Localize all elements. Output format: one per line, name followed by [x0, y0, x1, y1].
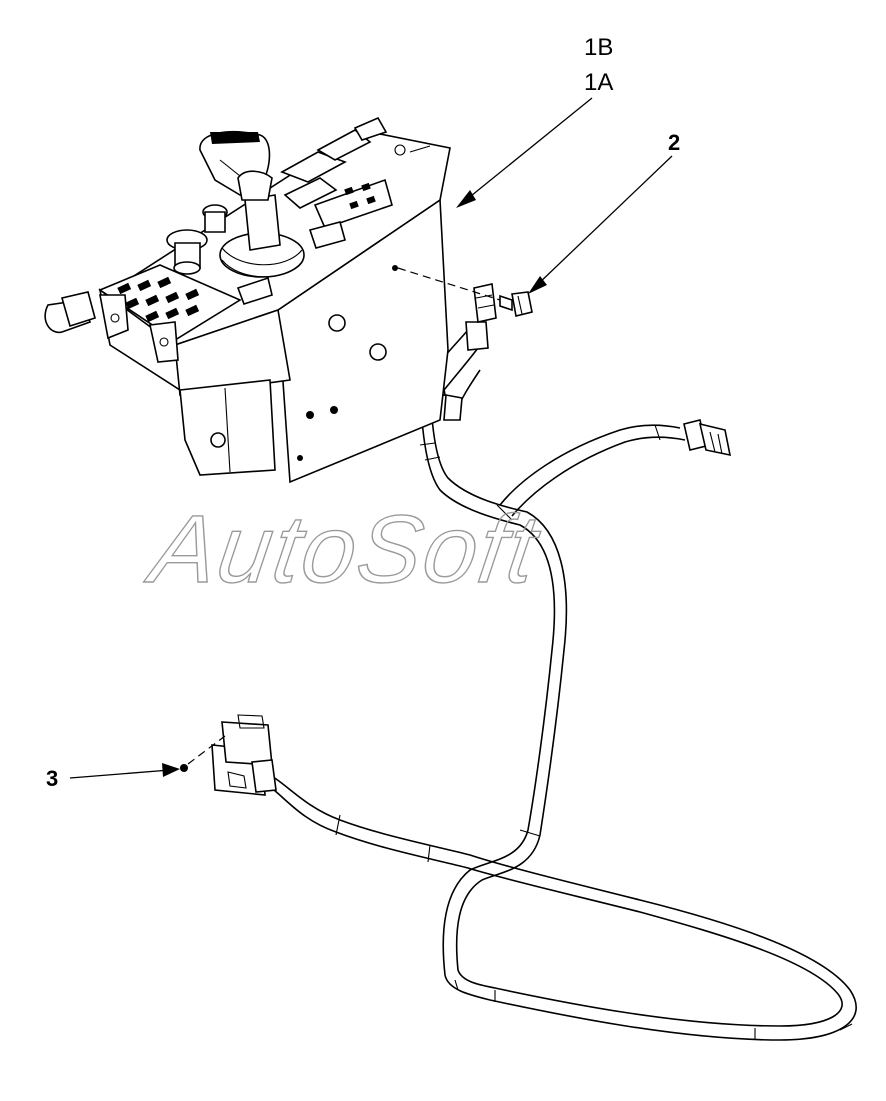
control-console — [44, 116, 451, 484]
dashed-line-screw — [187, 735, 226, 765]
callout-1b: 1B — [584, 34, 613, 61]
bottom-left-connector — [211, 714, 277, 796]
callout-1a: 1A — [584, 69, 613, 96]
callout-2: 2 — [668, 130, 680, 155]
dashed-line-bolt — [397, 267, 501, 301]
watermark-text: AutoSoft — [140, 496, 546, 602]
keypad — [117, 276, 200, 323]
screw-item-3 — [180, 764, 188, 772]
callout-3: 3 — [46, 766, 58, 791]
right-connector — [683, 419, 732, 457]
leader-lines — [69, 97, 673, 779]
joystick — [199, 130, 305, 278]
emergency-stop — [166, 229, 208, 275]
wiring-harness — [211, 283, 857, 1041]
upper-connector — [465, 283, 497, 351]
bolt-item-2 — [499, 291, 533, 317]
